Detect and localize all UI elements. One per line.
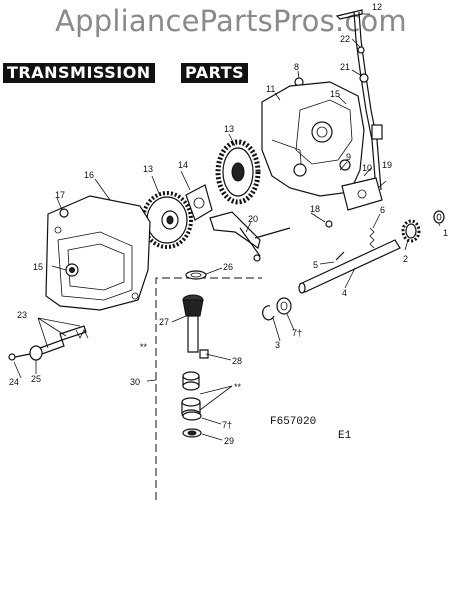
gear-2 bbox=[401, 219, 421, 243]
bracket-19 bbox=[341, 177, 383, 211]
callout-16: 16 bbox=[84, 170, 94, 180]
right-housing bbox=[261, 81, 365, 197]
bolt-17 bbox=[59, 208, 69, 218]
group-outline bbox=[155, 277, 262, 500]
left-housing bbox=[45, 195, 151, 311]
watermark-text: AppliancePartsPros.com bbox=[55, 4, 407, 38]
callout-starstar-lower: ** bbox=[234, 382, 242, 392]
callout-1: 1 bbox=[443, 228, 448, 238]
callout-12: 12 bbox=[372, 2, 382, 12]
callout-18: 18 bbox=[310, 204, 320, 214]
washer-26 bbox=[185, 270, 207, 280]
callout-20: 20 bbox=[248, 214, 258, 224]
shift-pins-23 bbox=[39, 325, 89, 355]
spur-gear-upper bbox=[215, 139, 261, 205]
callout-14: 14 bbox=[178, 160, 188, 170]
callout-28: 28 bbox=[232, 356, 242, 366]
callout-8: 8 bbox=[294, 62, 299, 72]
washer-25 bbox=[29, 345, 43, 361]
callout-30: 30 bbox=[130, 377, 140, 387]
callout-starstar-upper: ** bbox=[140, 342, 148, 352]
callout-13-upper: 13 bbox=[224, 124, 234, 134]
callout-3: 3 bbox=[275, 340, 280, 350]
pin-22 bbox=[357, 46, 365, 54]
title-transmission: TRANSMISSION bbox=[3, 63, 155, 83]
collar-14 bbox=[185, 184, 213, 221]
figure-code: F657020 bbox=[270, 416, 316, 428]
title-parts: PARTS bbox=[181, 63, 249, 83]
spring-6 bbox=[369, 227, 375, 249]
callout-13-left: 13 bbox=[143, 164, 153, 174]
callout-10: 10 bbox=[362, 163, 372, 173]
callout-7-upper: 7† bbox=[292, 328, 302, 338]
callout-27: 27 bbox=[159, 317, 169, 327]
bolt-24 bbox=[8, 353, 31, 361]
callout-6: 6 bbox=[380, 205, 385, 215]
callout-17: 17 bbox=[55, 190, 65, 200]
washer-7-upper bbox=[276, 297, 292, 315]
washer-29 bbox=[182, 428, 202, 438]
callout-2: 2 bbox=[403, 254, 408, 264]
callout-7-lower: 7† bbox=[222, 420, 232, 430]
callout-21: 21 bbox=[340, 62, 350, 72]
washer-7-lower bbox=[182, 411, 202, 421]
callout-29: 29 bbox=[224, 436, 234, 446]
bevel-pinion-27 bbox=[182, 294, 204, 353]
callout-24: 24 bbox=[9, 377, 19, 387]
callout-9: 9 bbox=[346, 152, 351, 162]
callout-25: 25 bbox=[31, 374, 41, 384]
spacer-upper bbox=[182, 371, 200, 391]
callout-15-lower: 15 bbox=[33, 262, 43, 272]
callout-15-upper: 15 bbox=[330, 89, 340, 99]
key-28 bbox=[199, 349, 209, 359]
callout-19: 19 bbox=[382, 160, 392, 170]
callout-11: 11 bbox=[266, 84, 275, 94]
callout-22: 22 bbox=[340, 34, 350, 44]
pin-18 bbox=[325, 220, 333, 228]
callout-4: 4 bbox=[342, 288, 347, 298]
shaft-20 bbox=[209, 211, 291, 262]
axle-4 bbox=[298, 239, 401, 294]
leader-lines bbox=[13, 13, 441, 441]
figure-rev: E1 bbox=[338, 430, 352, 442]
callout-26: 26 bbox=[223, 262, 233, 272]
callout-23: 23 bbox=[17, 310, 27, 320]
bearing-1 bbox=[433, 210, 445, 224]
spur-gear-left bbox=[141, 191, 193, 249]
clip-3 bbox=[262, 305, 275, 321]
callout-5: 5 bbox=[313, 260, 318, 270]
keyway-5 bbox=[335, 251, 345, 261]
